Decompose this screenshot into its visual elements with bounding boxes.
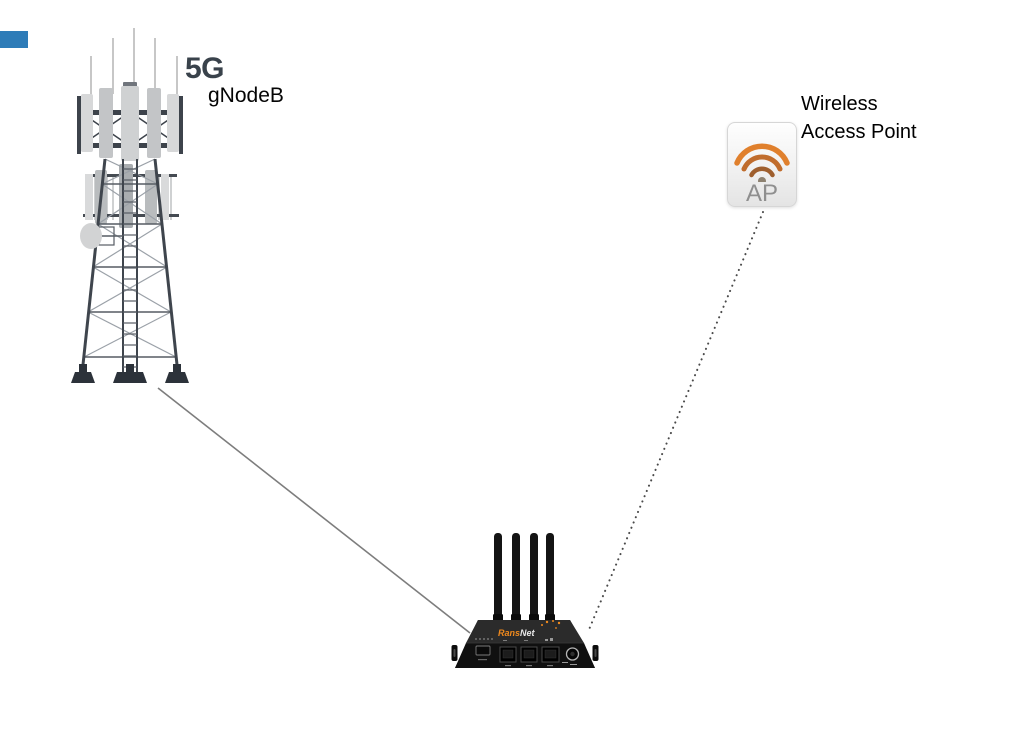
router-led-indicators <box>475 638 493 640</box>
blue-artifact-marker <box>0 31 28 48</box>
router-illustration: RansNet <box>451 533 599 668</box>
wifi-icon <box>734 143 790 182</box>
blue-artifact-rect <box>0 31 28 48</box>
label-5g: 5G <box>185 52 225 85</box>
tower-antenna-panels <box>81 82 179 161</box>
wifi-arc-inner <box>749 166 775 178</box>
tower-lattice <box>80 158 180 376</box>
router-body <box>455 620 595 668</box>
cell-tower-illustration <box>71 28 189 383</box>
router-logo-sparkles <box>541 620 561 629</box>
label-wap-line2: Access Point <box>801 121 917 143</box>
label-wireless-access-point: Wireless Access Point <box>801 90 917 146</box>
router-power-jack <box>562 647 580 665</box>
label-gnodeb: gNodeB <box>208 84 284 107</box>
label-wap-line1: Wireless <box>801 93 878 115</box>
router-sim-slot <box>475 645 491 661</box>
link-gnodeb-to-router <box>157 387 471 634</box>
link-ap-to-router <box>587 211 764 633</box>
router-antennas-icon <box>493 533 555 624</box>
router-mounting-ears <box>451 645 599 661</box>
wifi-dot <box>758 177 766 182</box>
tower-feet <box>71 364 189 383</box>
wifi-arc-middle <box>741 154 783 172</box>
access-point-icon: AP <box>727 122 797 207</box>
router-brand-logo: RansNet <box>498 620 561 638</box>
ap-label: AP <box>745 180 778 207</box>
router-ethernet-ports <box>499 638 560 667</box>
wifi-arc-outer <box>734 143 790 166</box>
dish-antenna-icon <box>80 223 123 249</box>
router-brand-label: RansNet <box>498 628 536 638</box>
